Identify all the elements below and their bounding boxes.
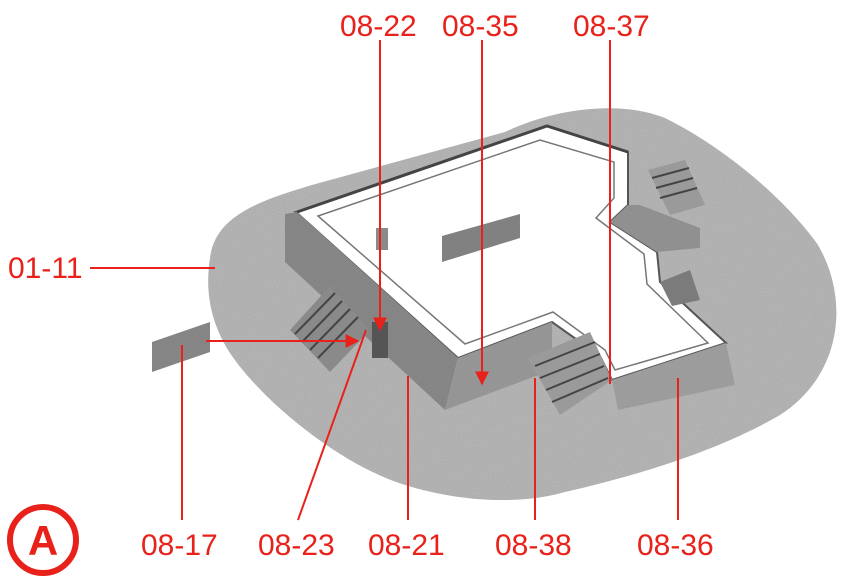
label-08-36: 08-36 — [637, 529, 714, 562]
callout-lines — [90, 40, 679, 521]
label-08-37: 08-37 — [573, 10, 650, 43]
label-08-23: 08-23 — [258, 529, 335, 562]
label-08-21: 08-21 — [368, 529, 445, 562]
pillar-small — [376, 228, 388, 250]
label-01-11: 01-11 — [8, 252, 83, 285]
right-stairs — [648, 160, 705, 215]
label-08-17: 08-17 — [141, 529, 218, 562]
label-08-22: 08-22 — [340, 10, 417, 43]
temple-platform — [285, 124, 735, 410]
figure-letter: A — [28, 517, 58, 564]
label-08-38: 08-38 — [495, 529, 572, 562]
front-stairs — [528, 332, 612, 415]
label-08-35: 08-35 — [442, 10, 519, 43]
figure-letter-badge: A — [7, 504, 79, 576]
left-stairs — [290, 286, 370, 372]
callout-labels: 08-22 08-35 08-37 01-11 08-17 08-23 08-2… — [8, 10, 714, 562]
